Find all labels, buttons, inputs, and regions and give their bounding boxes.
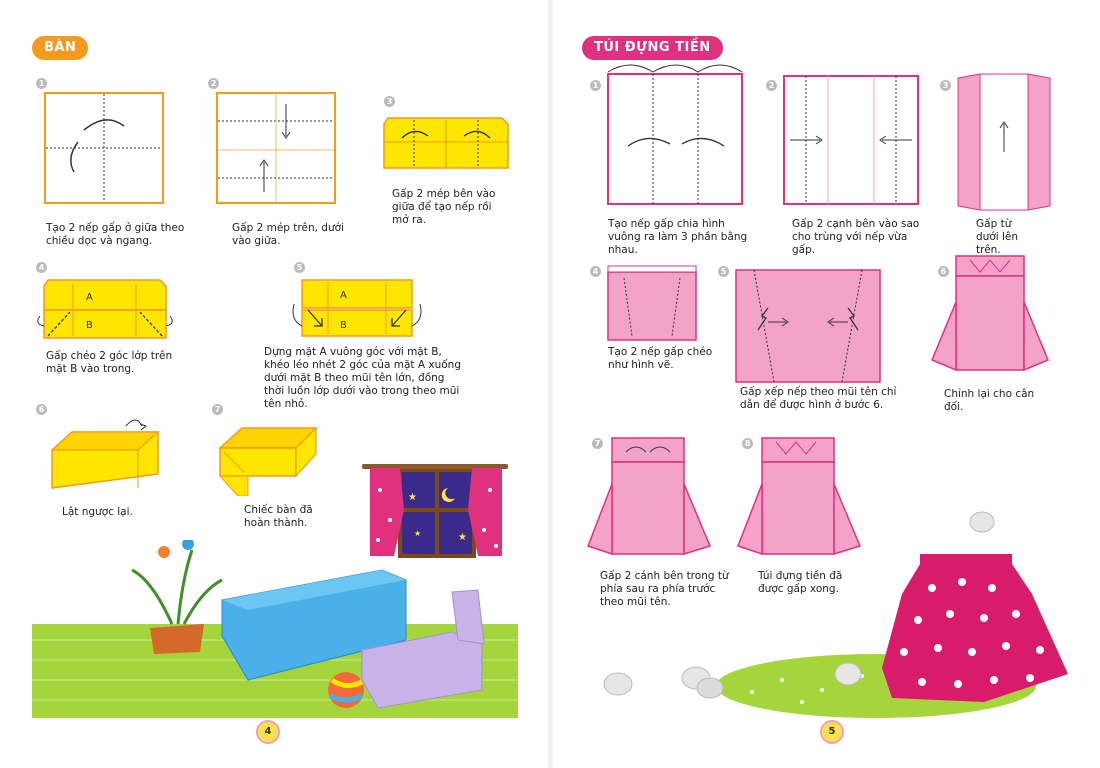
step-caption: Lật ngược lại. [62, 506, 133, 518]
face-a-label: A [340, 290, 347, 301]
step8-diagram [737, 437, 862, 556]
step5-diagram [735, 269, 881, 383]
step1-diagram [607, 64, 743, 205]
step-caption: Gấp 2 cạnh bên vào sao cho trùng với nếp… [792, 218, 920, 256]
page-number: 5 [820, 720, 844, 744]
step-caption: Tạo nếp gấp chia hình vuông ra làm 3 phầ… [608, 218, 748, 256]
page-title: TÚI ĐỰNG TIỀN [582, 36, 723, 60]
step-number: 3 [940, 80, 951, 91]
svg-text:★: ★ [414, 529, 421, 538]
step-caption: Dựng mặt A vuông góc với mặt B, khéo léo… [264, 346, 461, 410]
step-caption: Túi đựng tiền đã được gấp xong. [758, 570, 843, 595]
step-number: 4 [36, 262, 47, 273]
step-number: 4 [590, 266, 601, 277]
step4-diagram [607, 265, 697, 341]
step4-diagram: A B [37, 279, 173, 339]
svg-text:★: ★ [408, 492, 417, 503]
step-number: 1 [36, 78, 47, 89]
step3-diagram [957, 73, 1051, 211]
step-number: 2 [208, 78, 219, 89]
step6-diagram [931, 255, 1049, 372]
step-number: 2 [766, 80, 777, 91]
step-caption: Gấp từ dưới lên trên. [976, 218, 1019, 256]
step-number: 7 [592, 438, 603, 449]
step-number: 7 [212, 404, 223, 415]
step3-diagram [383, 117, 509, 169]
step-caption: Chiếc bàn đã hoàn thành. [244, 504, 313, 529]
svg-text:★: ★ [458, 532, 467, 543]
desk-scene-photo [32, 540, 518, 718]
step2-diagram [783, 75, 919, 205]
step-number: 8 [742, 438, 753, 449]
step1-diagram [44, 92, 164, 204]
right-page: TÚI ĐỰNG TIỀN 1 Tạo nếp gấp chia hình vu… [552, 0, 1100, 768]
left-page: BÀN 1 Tạo 2 nếp gấp ở giữa theo chiều dọ… [0, 0, 548, 768]
step-number: 6 [36, 404, 47, 415]
page-gutter [546, 0, 554, 768]
step-number: 5 [718, 266, 729, 277]
step-number: 6 [938, 266, 949, 277]
step5-diagram: A B [292, 279, 422, 337]
step-caption: Gấp xếp nếp theo mũi tên chỉ dẫn để được… [740, 386, 897, 411]
page-number: 4 [256, 720, 280, 744]
face-b-label: B [86, 320, 93, 331]
step-caption: Gấp 2 cánh bên trong từ phía sau ra phía… [600, 570, 729, 608]
step7-diagram [218, 426, 318, 496]
step-caption: Gấp chéo 2 góc lớp trên mặt B vào trong. [46, 350, 173, 375]
face-b-label: B [340, 320, 347, 331]
step2-diagram [216, 92, 336, 204]
purse-scene-photo [603, 511, 1068, 718]
step6-diagram [50, 419, 160, 489]
step7-diagram [587, 437, 712, 556]
step-caption: Tạo 2 nếp gấp ở giữa theo chiều dọc và n… [46, 222, 185, 247]
window-illustration: ★ ★ ★ [362, 464, 508, 558]
page-title: BÀN [32, 36, 89, 60]
face-a-label: A [86, 292, 93, 303]
step-caption: Gấp 2 mép trên, dưới vào giữa. [232, 222, 344, 247]
step-caption: Gấp 2 mép bên vào giữa để tạo nếp rồi mở… [392, 188, 496, 226]
step-caption: Chỉnh lại cho cân đối. [944, 388, 1035, 413]
step-caption: Tạo 2 nếp gấp chéo như hình vẽ. [608, 346, 713, 371]
step-number: 1 [590, 80, 601, 91]
step-number: 5 [294, 262, 305, 273]
step-number: 3 [384, 96, 395, 107]
